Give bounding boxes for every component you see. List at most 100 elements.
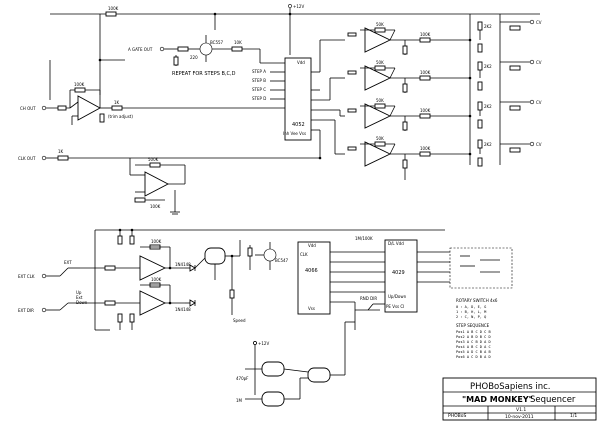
ext-dir-comparator: [139, 282, 196, 316]
seq-row-1: Pos1 A B C D C B: [456, 330, 491, 334]
cv-out-3: [477, 99, 535, 129]
seq-row-5: Pos5 A D C B A B: [456, 350, 491, 354]
title-block: [442, 377, 597, 421]
label-r-ch-fb: 100K: [74, 82, 85, 87]
label-ic-4066: 4066: [305, 268, 318, 274]
label-ext-mid: Ext: [76, 295, 83, 300]
label-up-ext: Up: [76, 290, 82, 295]
rotary-row-2: 2 : C, N, P, Q: [456, 315, 486, 319]
label-d-1: 1N4148: [175, 262, 191, 267]
rnd-dir-switch: [355, 303, 385, 311]
label-cv-1: CV: [536, 20, 542, 25]
cv-buffer-stage-3: [347, 103, 470, 131]
ic-4052: [284, 57, 312, 141]
rnd-dir-logic: [245, 321, 355, 407]
title-date: 10-nov-2011: [505, 414, 534, 420]
ic-4066-output-pins: [330, 251, 385, 330]
label-ch-out: CH OUT: [20, 106, 36, 111]
label-vcc-top: +12V: [293, 4, 304, 9]
ext-dir-input: [41, 300, 140, 313]
cv-out-1: [477, 19, 535, 53]
label-4066-vdd: Vdd: [308, 243, 316, 248]
label-r-2k2-3: 2K2: [484, 104, 492, 109]
cv-buffer-stage-1: [347, 27, 470, 55]
seq-row-4: Pos4 A B C D A C: [456, 345, 491, 349]
title-project-suffix: Sequencer: [530, 395, 576, 405]
rotary-row-0: 0 : A, D, E, G: [456, 305, 486, 309]
label-dm: 1M/100K: [355, 236, 373, 241]
label-r-buf2: 100K: [420, 70, 431, 75]
ch-out-stage: [41, 87, 285, 125]
label-bc557: BC557: [210, 40, 224, 45]
label-r-buf3: 100K: [420, 108, 431, 113]
label-rotary-switch: ROTARY SWITCH 4x6: [456, 298, 498, 303]
cv-out-2: [477, 59, 535, 91]
label-r-buf4: 100K: [420, 146, 431, 151]
misc-bottom-resistors: [117, 230, 135, 330]
bc547-transistor: [247, 242, 277, 270]
label-4029-bottom: PE Vss CI: [386, 304, 404, 309]
label-step-sequence: STEP SEQUENCE: [456, 323, 490, 328]
label-step-c: STEP C: [252, 87, 266, 92]
label-d-2: 1N4148: [175, 307, 191, 312]
label-step-b: STEP B: [252, 78, 266, 83]
label-r-fb1: 50K: [376, 22, 384, 27]
label-vcc-bottom: +12V: [258, 341, 269, 346]
label-osc-500k: 500K: [148, 157, 159, 162]
label-r-ch-series: 1K: [114, 100, 120, 105]
label-r-10k: 10K: [234, 40, 242, 45]
label-repeat-steps: REPEAT FOR STEPS B,C,D: [172, 71, 236, 77]
label-r-fb3: 50K: [376, 98, 384, 103]
label-r-2k2-2: 2K2: [484, 64, 492, 69]
title-project-name: "MAD MONKEY": [462, 395, 533, 404]
label-4029-updown: Up/Down: [388, 294, 407, 299]
label-ext: EXT: [64, 260, 72, 265]
label-4052-inh: Inh Vee Vss: [283, 131, 306, 136]
label-r-1m: 1M: [236, 398, 243, 403]
rotary-switch: [417, 247, 513, 289]
label-r-top: 100K: [108, 6, 119, 11]
mux-to-opamp-wires: [311, 39, 345, 155]
label-speed: Speed: [233, 318, 246, 323]
label-ic-4052: 4052: [292, 122, 305, 128]
label-r-fb2: 50K: [376, 60, 384, 65]
seq-row-2: Pos2 A B D B C D: [456, 335, 491, 339]
gate-output-stage: [159, 35, 285, 66]
cv-buffer-stage-2: [347, 65, 470, 93]
label-ext-clk: EXT CLK: [18, 274, 35, 279]
cv-out-4: [477, 139, 535, 167]
label-ic-4029: 4029: [392, 270, 405, 276]
seq-row-6: Pos6 A C D B A D: [456, 355, 491, 359]
label-cv-3: CV: [536, 100, 542, 105]
title-sheet: 1/1: [570, 413, 577, 419]
label-osc-100k: 100K: [150, 204, 161, 209]
ic-4066: [297, 241, 331, 315]
title-version: V1.1: [516, 407, 526, 413]
clock-gate-stage: [194, 240, 241, 315]
title-company: PHOBoSapiens inc.: [470, 382, 550, 392]
resistor-top-100k: [105, 11, 117, 17]
label-step-a: STEP A: [252, 69, 266, 74]
vcc-marker-top: [288, 4, 292, 8]
label-r-220: 220: [190, 55, 198, 60]
bottom-ground-rail: [94, 229, 445, 331]
label-trim: (trim adjust): [108, 114, 133, 119]
junction-dots: [98, 12, 472, 305]
vcc-marker-bottom: [253, 341, 257, 345]
label-gate-out: A GATE OUT: [128, 47, 153, 52]
top-bus-wires: [49, 8, 540, 100]
seq-row-3: Pos3 A C B D A D: [456, 340, 491, 344]
label-bc547: BC547: [275, 258, 289, 263]
step-inputs: [270, 71, 285, 100]
label-r-cmp1: 100K: [151, 239, 162, 244]
label-cv-2: CV: [536, 60, 542, 65]
label-r-buf1: 100K: [420, 32, 431, 37]
rotary-row-1: 1 : B, H, L, M: [456, 310, 487, 314]
label-ext-dir: EXT DIR: [18, 308, 34, 313]
ic-4029: [384, 239, 418, 313]
label-r-2k2-1: 2K2: [484, 24, 492, 29]
label-step-d: STEP D: [252, 96, 266, 101]
label-4066-clk: CLK: [300, 252, 308, 257]
label-4066-vss: Vss: [308, 306, 315, 311]
